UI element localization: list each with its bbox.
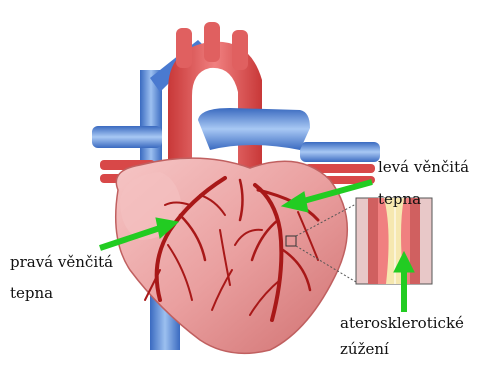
aortic-branch-3 [232,30,248,70]
right-coronary-label-line2: tepna [10,284,53,303]
aortic-branch-2 [204,22,220,62]
aortic-branch-1 [176,28,192,68]
left-coronary-label-line2: tepna [378,190,421,209]
atherosclerotic-label-line2: zúžení [340,340,389,359]
right-coronary-label: pravá věnčitá [10,253,113,272]
left-coronary-label: levá věnčitá [378,158,469,177]
pulmonary-vein-right [300,142,380,162]
atherosclerotic-label: aterosklerotické [340,314,464,333]
pulmonary-vein-left [92,126,162,148]
pulmonary-trunk [198,108,310,150]
